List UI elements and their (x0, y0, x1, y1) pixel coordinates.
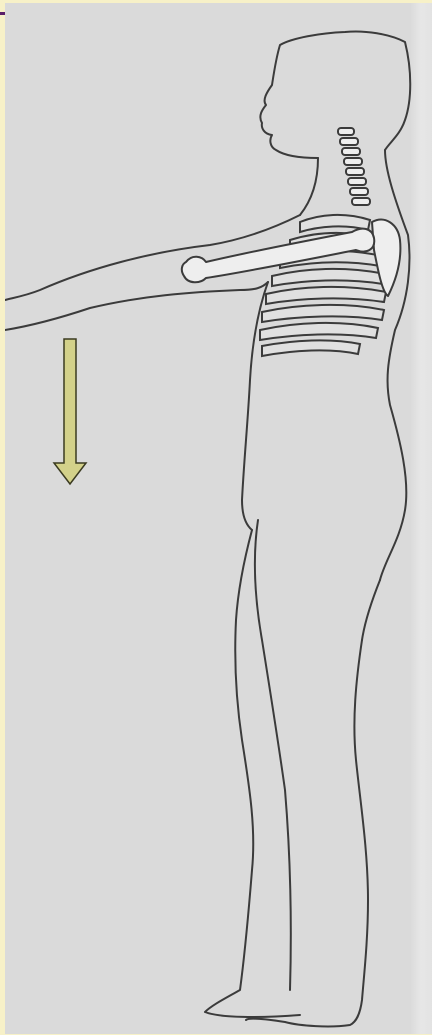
inner-leg-outline (255, 520, 291, 990)
front-leg-outline (205, 530, 300, 1017)
back-leg-outline (246, 640, 368, 1026)
back-outline (380, 150, 409, 580)
arm-bottom-outline (5, 282, 268, 330)
hip-outline (362, 580, 380, 640)
head-outline (260, 31, 410, 158)
shoulder-blade (372, 220, 400, 296)
figure-panel (5, 3, 432, 1034)
arrow-down-icon (54, 339, 86, 484)
spine (338, 128, 370, 205)
chest-outline (300, 158, 318, 215)
anatomy-illustration (5, 3, 432, 1034)
